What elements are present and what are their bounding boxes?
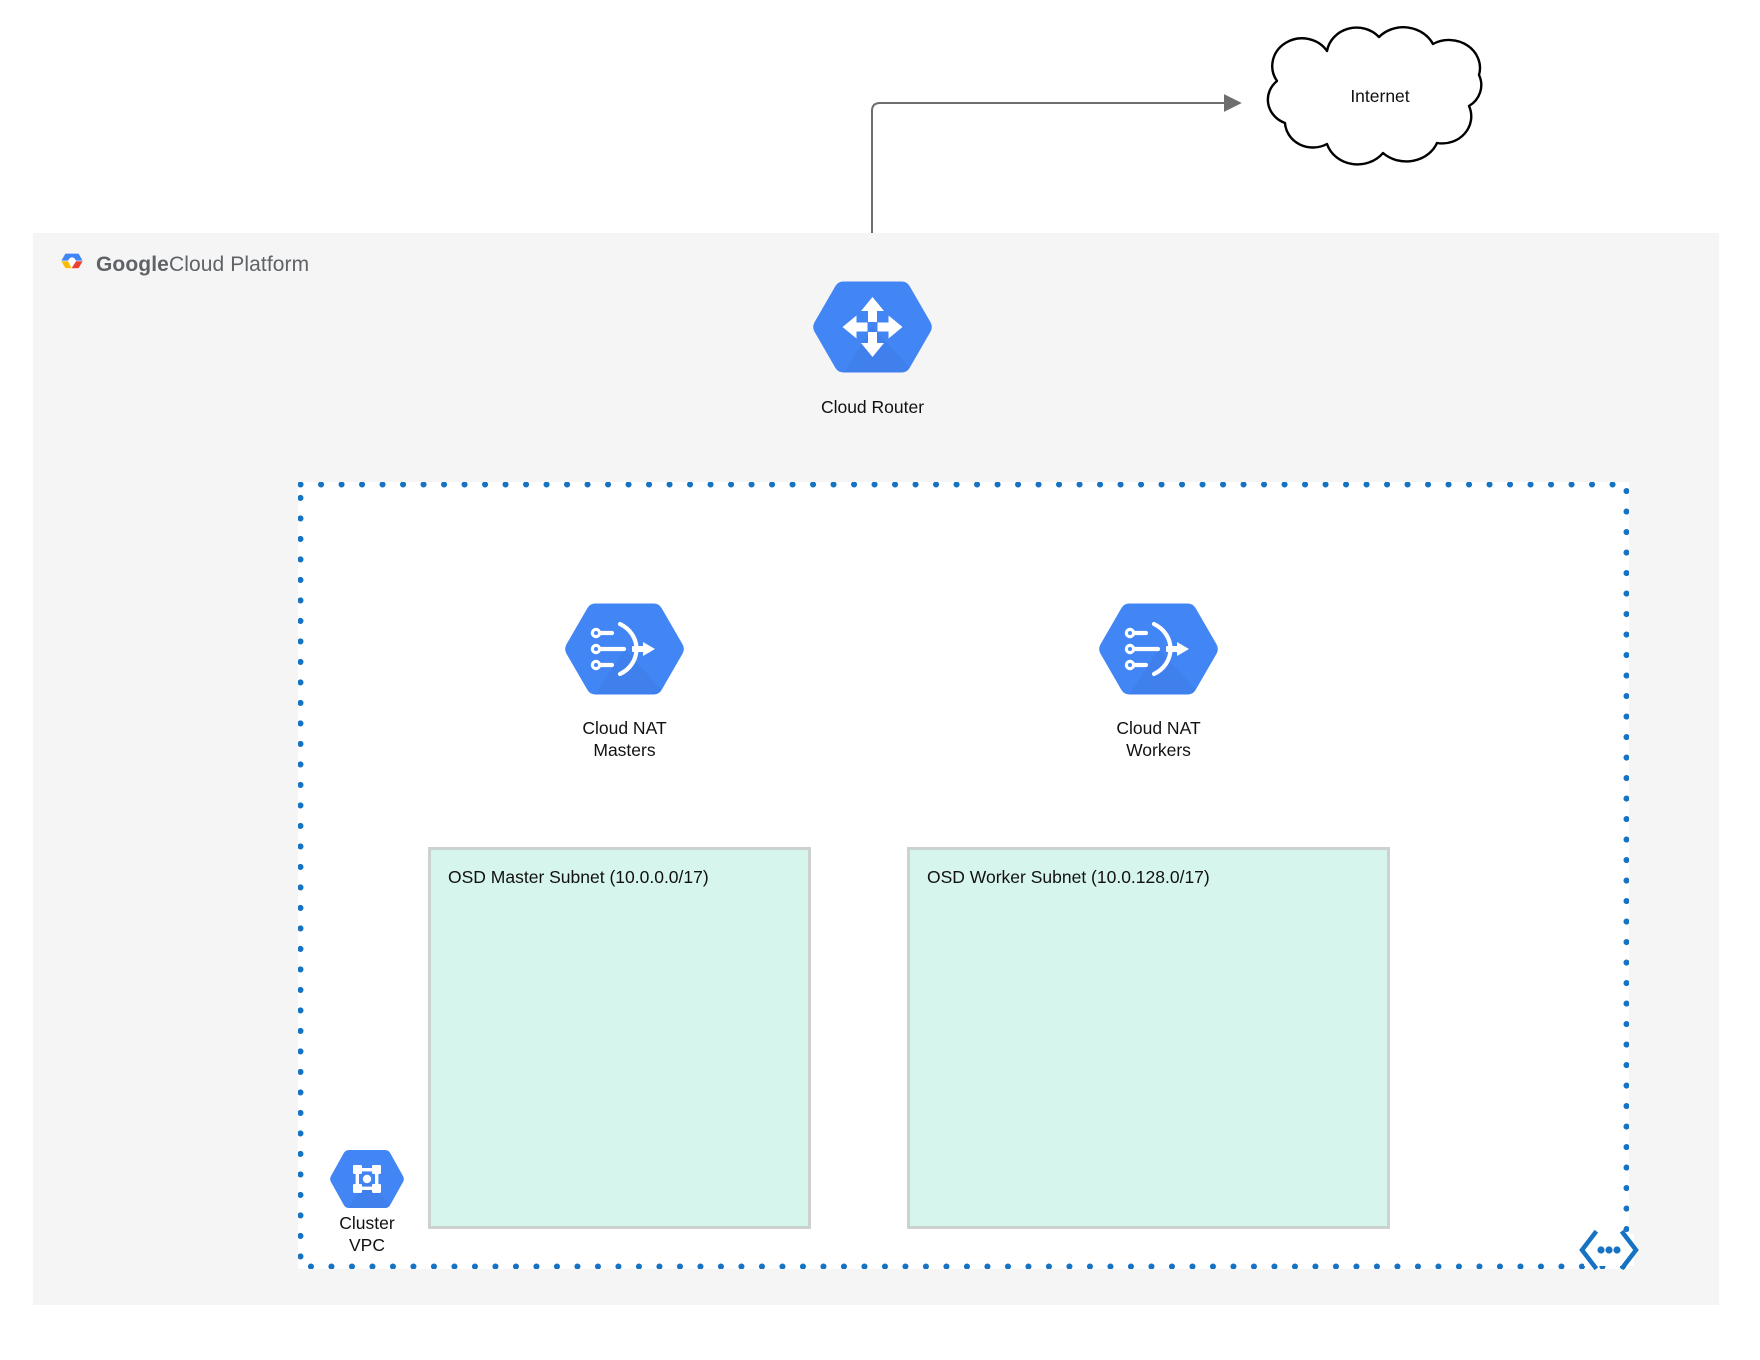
cloud-nat-masters-caption-line-2: Masters bbox=[593, 740, 656, 760]
gcp-logo-text-bold: Google bbox=[96, 253, 169, 276]
cloud-router-icon bbox=[813, 281, 932, 373]
connector-router-to-internet bbox=[871, 94, 1242, 278]
cloud-nat-workers-caption-line-2: Workers bbox=[1126, 740, 1191, 760]
cluster-vpc-caption-line-1: Cluster bbox=[339, 1213, 395, 1233]
chevron-dots-icon bbox=[1579, 1229, 1639, 1271]
cluster-vpc-caption: Cluster VPC bbox=[247, 1212, 487, 1256]
gcp-logo-text: GoogleCloud Platform bbox=[96, 253, 309, 277]
internet-cloud[interactable]: Internet bbox=[1255, 18, 1505, 173]
cloud-router-node[interactable]: Cloud Router bbox=[810, 278, 935, 423]
google-cloud-platform-hexagon-logo-icon bbox=[60, 253, 84, 269]
cloud-nat-masters-caption-line-1: Cloud NAT bbox=[582, 718, 667, 738]
osd-master-subnet-box[interactable]: OSD Master Subnet (10.0.0.0/17) bbox=[428, 847, 811, 1229]
cloud-nat-icon bbox=[1099, 603, 1218, 695]
cloud-nat-masters-node[interactable]: Cloud NAT Masters bbox=[562, 600, 687, 770]
cloud-router-caption-line-1: Cloud Router bbox=[820, 397, 925, 417]
vpc-network-icon bbox=[330, 1150, 404, 1208]
cloud-nat-workers-node[interactable]: Cloud NAT Workers bbox=[1096, 600, 1221, 770]
cloud-router-caption: Cloud Router bbox=[753, 396, 993, 418]
gcp-logo: GoogleCloud Platform bbox=[57, 245, 317, 285]
cloud-shape-icon bbox=[1266, 26, 1483, 166]
cloud-nat-workers-caption-line-1: Cloud NAT bbox=[1116, 718, 1201, 738]
internet-label: Internet bbox=[1350, 86, 1410, 106]
vpc-network-chevron-dots-badge bbox=[1578, 1228, 1640, 1272]
cloud-nat-icon bbox=[565, 603, 684, 695]
cloud-nat-workers-caption: Cloud NAT Workers bbox=[1039, 717, 1279, 761]
gcp-logo-text-light: Cloud Platform bbox=[168, 253, 310, 276]
cluster-vpc-caption-line-2: VPC bbox=[349, 1235, 385, 1255]
osd-worker-subnet-box[interactable]: OSD Worker Subnet (10.0.128.0/17) bbox=[907, 847, 1390, 1229]
cloud-nat-masters-caption: Cloud NAT Masters bbox=[505, 717, 745, 761]
osd-worker-subnet-label: OSD Worker Subnet (10.0.128.0/17) bbox=[927, 867, 1210, 887]
cluster-vpc-node[interactable]: Cluster VPC bbox=[328, 1148, 406, 1258]
osd-master-subnet-label: OSD Master Subnet (10.0.0.0/17) bbox=[448, 867, 709, 887]
